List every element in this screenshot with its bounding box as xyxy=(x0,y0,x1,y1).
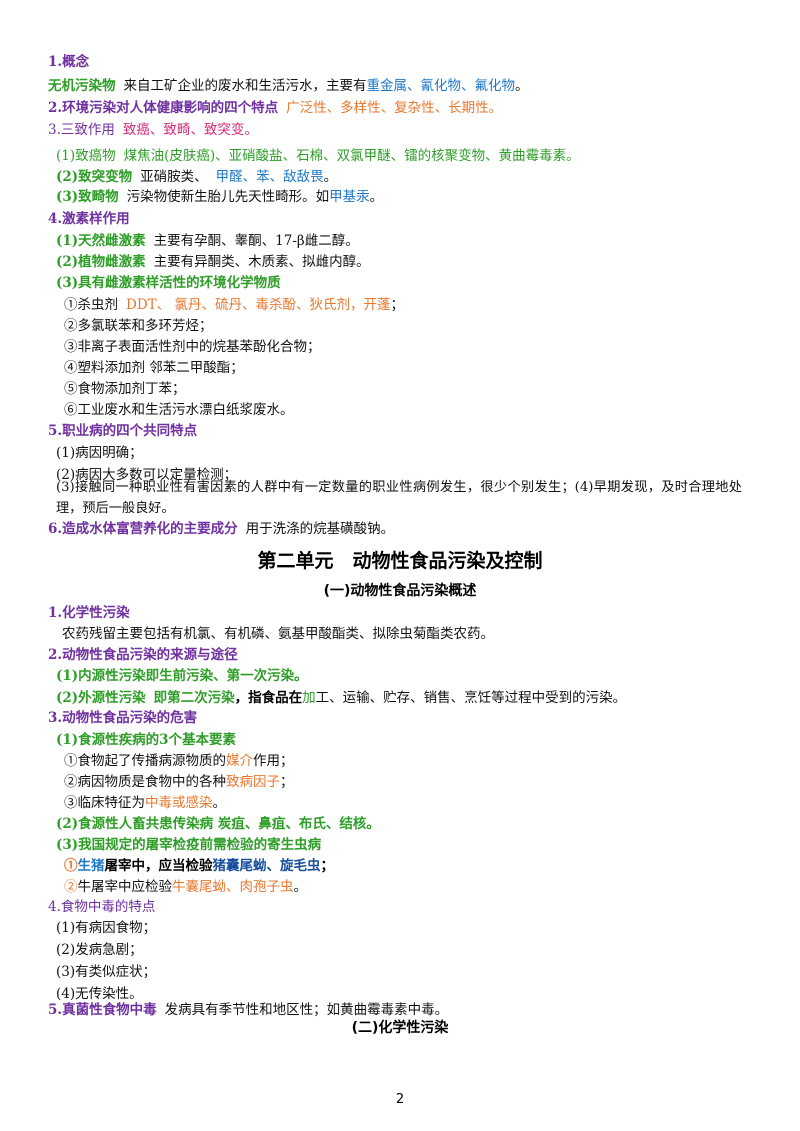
section-2-heading: 2.环境污染对人体健康影响的四个特点广泛性、多样性、复杂性、长期性。 xyxy=(48,100,503,116)
line-foodborne-elements: (1)食源性疾病的3个基本要素 xyxy=(56,732,237,748)
line-mutagens: (2)致突变物亚硝胺类、甲醛、苯、敌敌畏。 xyxy=(56,169,338,185)
section-5-heading: 5.职业病的四个共同特点 xyxy=(48,423,198,439)
list-item-surfactant: ③非离子表面活性剂中的烷基苯酚化合物； xyxy=(64,339,321,355)
line-natural-estrogen: (1)天然雌激素主要有孕酮、睾酮、17-β雌二醇。 xyxy=(56,233,359,249)
list-item-media: ①食物起了传播病源物质的媒介作用； xyxy=(64,753,294,769)
line-carcinogens: (1)致癌物煤焦油(皮肤癌)、亚硝酸盐、石棉、双氯甲醚、镭的核聚变物、黄曲霉毒素… xyxy=(56,148,580,164)
subsection-title-chemical: (二)化学性污染 xyxy=(351,1020,449,1036)
list-item-similar-symptoms: (3)有类似症状； xyxy=(56,964,157,980)
line-phytoestrogen: (2)植物雌激素主要有异酮类、木质素、拟雌内醇。 xyxy=(56,254,370,270)
line-pesticide-residue: 农药残留主要包括有机氯、有机磷、氨基甲酸酯类、拟除虫菊酯类农药。 xyxy=(62,626,494,642)
list-item-cause-clear: (1)病因明确； xyxy=(56,445,143,461)
list-item-clinical-features: ③临床特征为中毒或感染。 xyxy=(64,795,226,811)
list-item-exposure-group: (3)接触同一种职业性有害因素的人群中有一定数量的职业性病例发生，很少个别发生；… xyxy=(56,480,742,516)
page-number: 2 xyxy=(395,1092,405,1107)
section-3-heading: 3.三致作用致癌、致畸、致突变。 xyxy=(48,122,258,138)
section-1-heading: 1.概念 xyxy=(48,54,90,70)
unit-section-1-heading: 1.化学性污染 xyxy=(48,605,130,621)
list-item-pathogenic-factors: ②病因物质是食物中的各种致病因子； xyxy=(64,774,294,790)
unit-title: 第二单元 动物性食品污染及控制 xyxy=(257,550,543,572)
line-inorganic-pollutants: 无机污染物来自工矿企业的废水和生活污水，主要有重金属、氰化物、氟化物。 xyxy=(48,78,529,94)
list-item-cause-food: (1)有病因食物； xyxy=(56,920,157,936)
section-4-heading: 4.激素样作用 xyxy=(48,211,130,227)
unit-section-2-heading: 2.动物性食品污染的来源与途径 xyxy=(48,647,238,663)
list-item-measurable: (2)病因大多数可以定量检测； xyxy=(56,467,238,483)
unit-section-3-heading: 3.动物性食品污染的危害 xyxy=(48,710,198,726)
list-item-non-infectious: (4)无传染性。 xyxy=(56,986,143,1002)
list-item-pcb: ②多氯联苯和多环芳烃； xyxy=(64,318,213,334)
list-item-wastewater: ⑥工业废水和生活污水漂白纸浆废水。 xyxy=(64,402,294,418)
list-item-acute-onset: (2)发病急剧； xyxy=(56,942,143,958)
list-item-cattle-slaughter: ②牛屠宰中应检验牛囊尾蚴、肉孢子虫。 xyxy=(64,879,307,895)
line-exogenous-pollution: (2)外源性污染即第二次污染，指食品在加工、运输、贮存、销售、烹饪等过程中受到的… xyxy=(56,690,627,706)
section-6-heading: 6.造成水体富营养化的主要成分用于洗涤的烷基磺酸钠。 xyxy=(48,521,395,537)
line-teratogens: (3)致畸物污染物使新生胎儿先天性畸形。如甲基汞。 xyxy=(56,189,384,205)
list-item-plastic-additive: ④塑料添加剂 邻苯二甲酸酯； xyxy=(64,360,244,376)
list-item-food-additive: ⑤食物添加剂丁苯； xyxy=(64,381,186,397)
subsection-title-overview: (一)动物性食品污染概述 xyxy=(323,583,477,599)
line-endogenous-pollution: (1)内源性污染即生前污染、第一次污染。 xyxy=(56,668,308,684)
unit-section-5-heading: 5.真菌性食物中毒发病具有季节性和地区性；如黄曲霉毒素中毒。 xyxy=(48,1002,449,1018)
line-zoonotic-diseases: (2)食源性人畜共患传染病 炭疽、鼻疽、布氏、结核。 xyxy=(56,816,380,832)
line-parasitic-diseases: (3)我国规定的屠宰检疫前需检验的寄生虫病 xyxy=(56,837,322,853)
list-item-pig-slaughter: ①生猪屠宰中，应当检验猪囊尾蚴、旋毛虫； xyxy=(64,858,334,874)
line-estrogenic-chemicals: (3)具有雌激素样活性的环境化学物质 xyxy=(56,275,281,291)
unit-section-4-heading: 4.食物中毒的特点 xyxy=(48,899,156,915)
